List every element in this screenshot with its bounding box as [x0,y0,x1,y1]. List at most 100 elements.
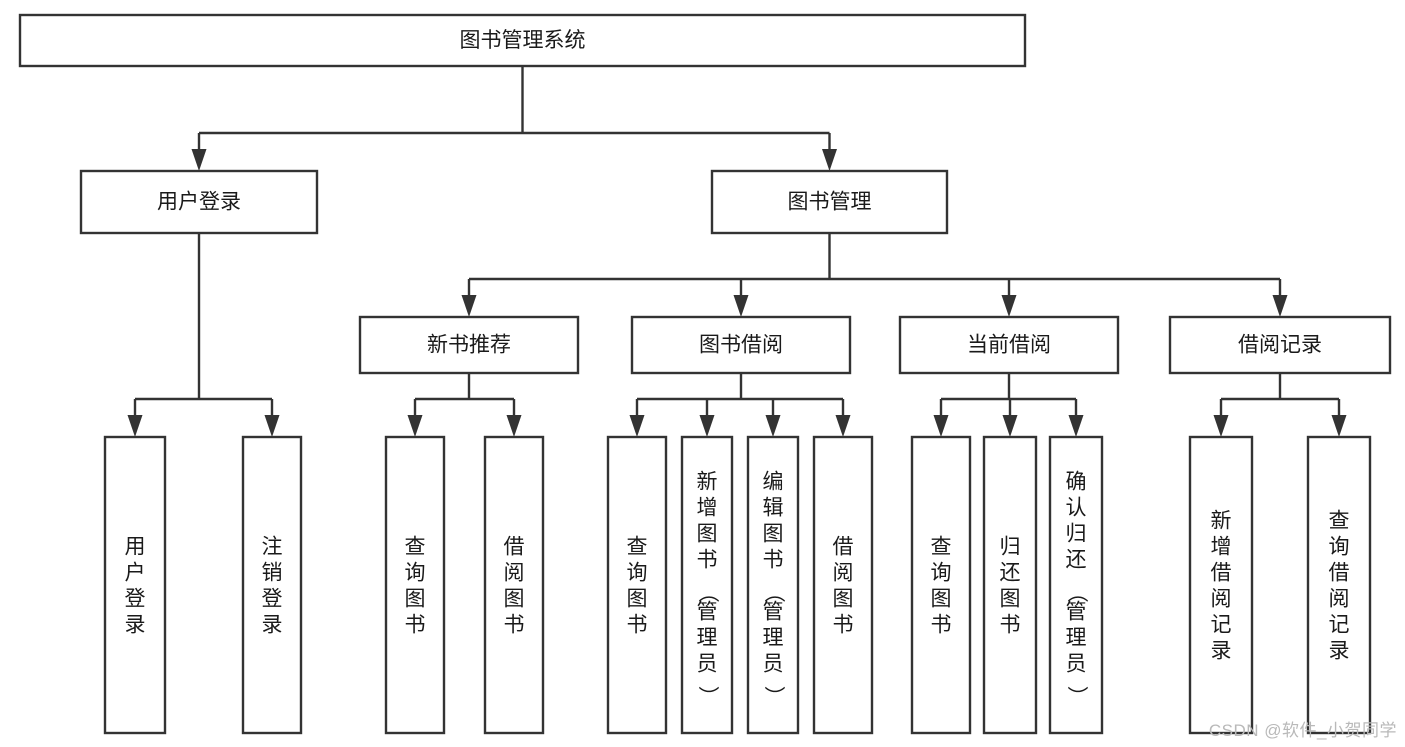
node-label-char: 询 [627,561,648,584]
node-label: 图书借阅 [699,334,783,357]
node-label-char: 管 [763,600,784,623]
node-box [384,435,446,735]
node-new-book-rec[interactable]: 新书推荐 [358,315,580,375]
node-label-char: 查 [405,535,426,558]
node-label-char: 录 [125,613,146,636]
node-label-char: 员 [697,652,718,675]
node-label-char: 员 [1066,652,1087,675]
node-label-char: 书 [504,613,525,636]
node-box [710,169,949,235]
node-label-char: 户 [125,561,146,584]
node-label-char: 辑 [763,496,784,519]
node-label-char: 图 [697,522,718,545]
node-label-char: 登 [262,587,283,610]
node-label-char: 认 [1066,496,1087,519]
node-label: 图书管理 [788,191,872,214]
node-current-borrow[interactable]: 当前借阅 [898,315,1120,375]
node-label-char: 理 [1066,626,1087,649]
node-label-char: 图 [1000,587,1021,610]
node-label-char: 编 [763,470,784,493]
node-label-char: 查 [627,535,648,558]
node-label-char: ） [696,686,719,707]
node-label-char: 书 [1000,613,1021,636]
node-leaf-user-login[interactable]: 用户登录 [103,435,167,735]
arrow-head [822,149,837,171]
node-box [483,435,545,735]
node-label-char: 还 [1000,561,1021,584]
node-label-char: 增 [697,496,718,519]
node-label-char: 图 [931,587,952,610]
node-box [1188,435,1254,735]
arrow-head [461,295,477,317]
node-label-char: 书 [833,613,854,636]
node-label-char: 归 [1000,535,1021,558]
node-label-char: 借 [1211,561,1232,584]
node-box [1168,315,1392,375]
node-label-char: （ [696,582,719,603]
arrow-head [1001,295,1017,317]
arrow-head [1272,295,1288,317]
node-label-char: 借 [504,535,525,558]
node-label: 用户登录 [157,191,241,214]
node-borrow-record[interactable]: 借阅记录 [1168,315,1392,375]
node-box [910,435,972,735]
node-label-char: 书 [405,613,426,636]
arrow-head [933,415,949,437]
node-label-char: 管 [1066,600,1087,623]
node-label: 借阅记录 [1238,334,1322,357]
node-root[interactable]: 图书管理系统 [18,13,1027,68]
node-label-char: 录 [1329,639,1350,662]
arrow-head [629,415,645,437]
node-label-char: 询 [1329,535,1350,558]
arrow-head [407,415,423,437]
node-label-char: 图 [833,587,854,610]
node-label-char: 阅 [1329,587,1350,610]
node-label-char: 查 [931,535,952,558]
node-label-char: （ [762,582,785,603]
node-label-char: 图 [504,587,525,610]
node-box [79,169,319,235]
node-label-char: 询 [931,561,952,584]
node-book-manage[interactable]: 图书管理 [710,169,949,235]
node-label-char: 书 [931,613,952,636]
node-label-char: 图 [405,587,426,610]
node-label-char: 书 [763,548,784,571]
arrow-head [1213,415,1229,437]
arrow-head [127,415,143,437]
node-label-char: 销 [262,561,283,584]
node-user-login[interactable]: 用户登录 [79,169,319,235]
node-book-borrow[interactable]: 图书借阅 [630,315,852,375]
arrow-head [191,149,207,171]
arrow-head [765,415,781,437]
node-label-char: 阅 [1211,587,1232,610]
node-label-char: 录 [262,613,283,636]
node-label-char: 确 [1066,470,1087,493]
node-label-char: 记 [1211,613,1232,636]
node-label-char: 阅 [504,561,525,584]
node-label-char: 借 [1329,561,1350,584]
arrow-head [835,415,851,437]
node-box [103,435,167,735]
node-label-char: ） [762,686,785,707]
arrow-head [1068,415,1084,437]
node-label-char: 借 [833,535,854,558]
arrow-head [264,415,280,437]
connector-layer [127,66,1347,437]
node-layer: 图书管理系统用户登录图书管理新书推荐图书借阅当前借阅借阅记录用户登录注销登录查询… [18,13,1392,735]
node-label-char: 管 [697,600,718,623]
node-box [982,435,1038,735]
node-box [358,315,580,375]
